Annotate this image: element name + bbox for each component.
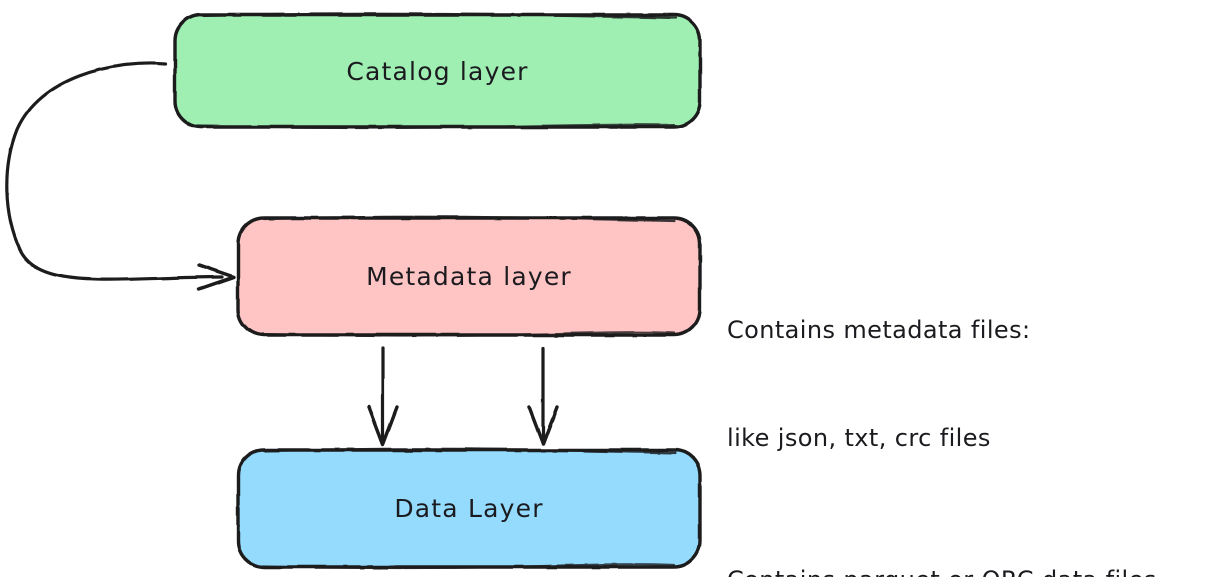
annotation-metadata-note: Contains metadata files: like json, txt,… [727,240,1030,528]
annotation-metadata-line2: like json, txt, crc files [727,424,991,452]
box-data-shape [236,447,702,570]
connector-metadata-to-data-right [527,346,559,446]
connector-metadata-to-data-left [367,346,399,446]
box-catalog[interactable] [175,15,700,127]
box-metadata[interactable] [238,218,700,335]
connector-catalog-to-metadata [5,61,236,291]
annotation-data-note: Contains parquet or ORC data files [727,490,1157,577]
box-catalog-shape [173,12,702,130]
annotation-metadata-line1: Contains metadata files: [727,316,1031,344]
box-metadata-shape [236,215,702,338]
annotation-data-line1: Contains parquet or ORC data files [727,562,1157,577]
box-data[interactable] [238,450,700,567]
